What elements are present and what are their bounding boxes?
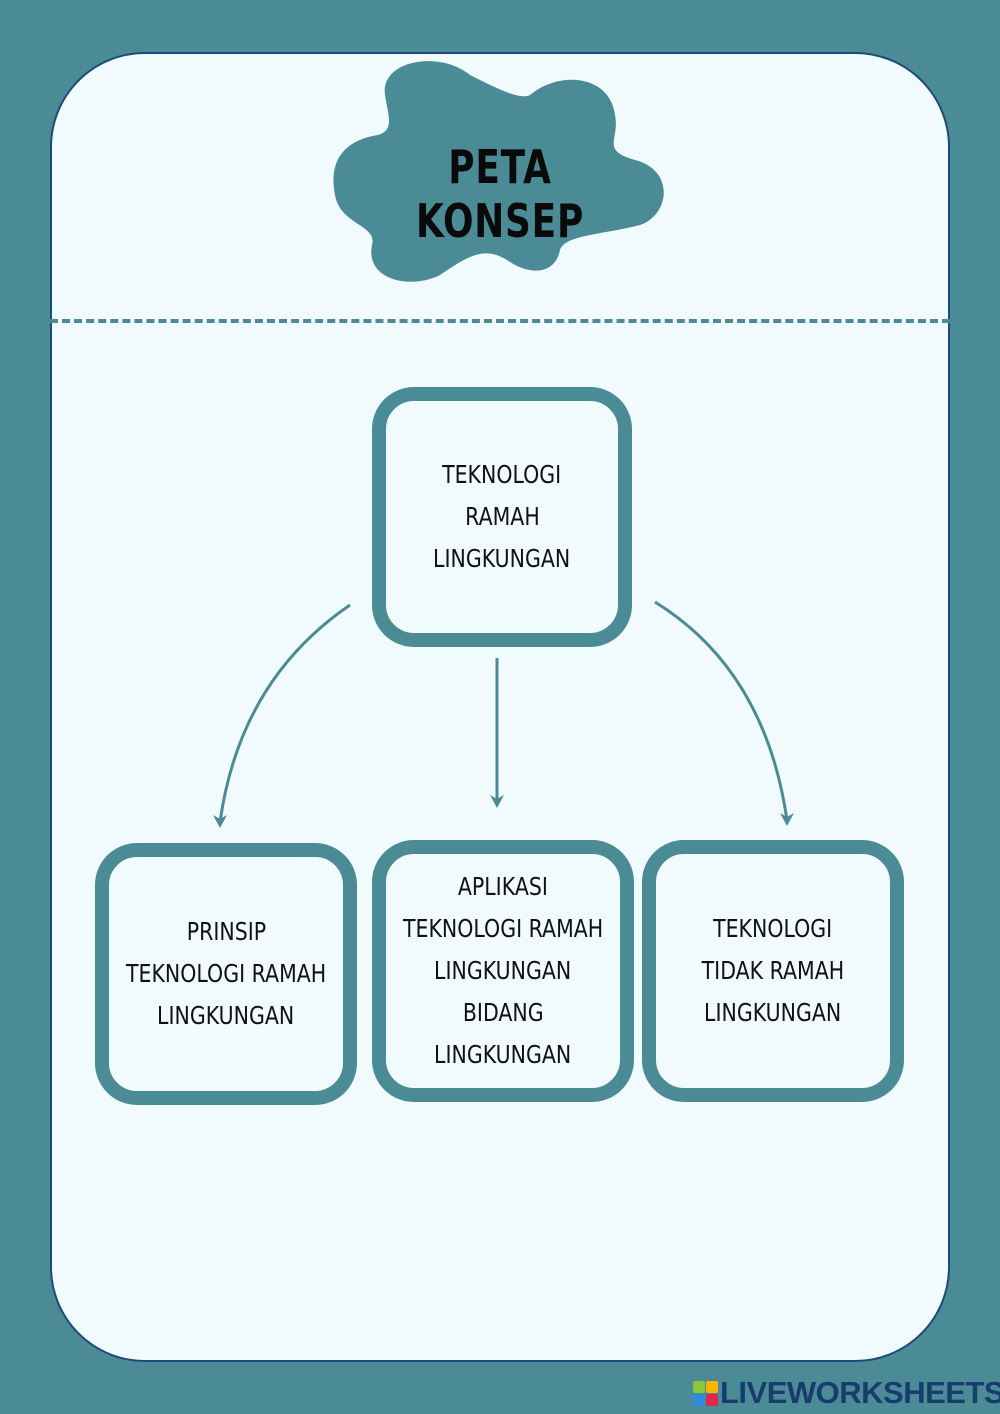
box-line: TEKNOLOGI RAMAH bbox=[402, 914, 604, 943]
box-line: TEKNOLOGI RAMAH bbox=[125, 959, 327, 988]
box-line: LINGKUNGAN bbox=[704, 998, 842, 1027]
box-line: BIDANG bbox=[462, 998, 544, 1027]
watermark-text: LIVEWORKSHEETS bbox=[720, 1375, 1000, 1410]
arrowhead-left bbox=[213, 815, 227, 828]
box-line: LINGKUNGAN bbox=[434, 1040, 572, 1069]
arrow-left bbox=[218, 603, 351, 823]
page-title: PETA KONSEP bbox=[415, 140, 585, 248]
dashed-divider bbox=[50, 319, 950, 323]
box-line: RAMAH bbox=[464, 502, 540, 531]
box-line: APLIKASI bbox=[457, 872, 549, 901]
box-line: TIDAK RAMAH bbox=[701, 956, 845, 985]
arrow-right bbox=[654, 600, 789, 821]
logo-squares-icon bbox=[693, 1380, 718, 1406]
box-line: TEKNOLOGI bbox=[713, 914, 833, 943]
concept-box-prinsip: PRINSIP TEKNOLOGI RAMAH LINGKUNGAN bbox=[95, 843, 357, 1105]
worksheet-panel bbox=[50, 52, 950, 1362]
box-line: TEKNOLOGI bbox=[442, 460, 562, 489]
liveworksheets-logo: LIVEWORKSHEETS bbox=[693, 1375, 1000, 1411]
concept-box-aplikasi: APLIKASI TEKNOLOGI RAMAH LINGKUNGAN BIDA… bbox=[372, 840, 634, 1102]
box-line: LINGKUNGAN bbox=[434, 956, 572, 985]
box-line: LINGKUNGAN bbox=[157, 1001, 295, 1030]
root-concept-box: TEKNOLOGI RAMAH LINGKUNGAN bbox=[372, 387, 632, 647]
box-line: LINGKUNGAN bbox=[433, 544, 571, 573]
concept-box-tidak-ramah: TEKNOLOGI TIDAK RAMAH LINGKUNGAN bbox=[642, 840, 904, 1102]
title-cloud bbox=[333, 61, 664, 282]
arrowhead-center bbox=[490, 795, 504, 808]
arrowhead-right bbox=[780, 813, 794, 826]
box-line: PRINSIP bbox=[186, 917, 266, 946]
